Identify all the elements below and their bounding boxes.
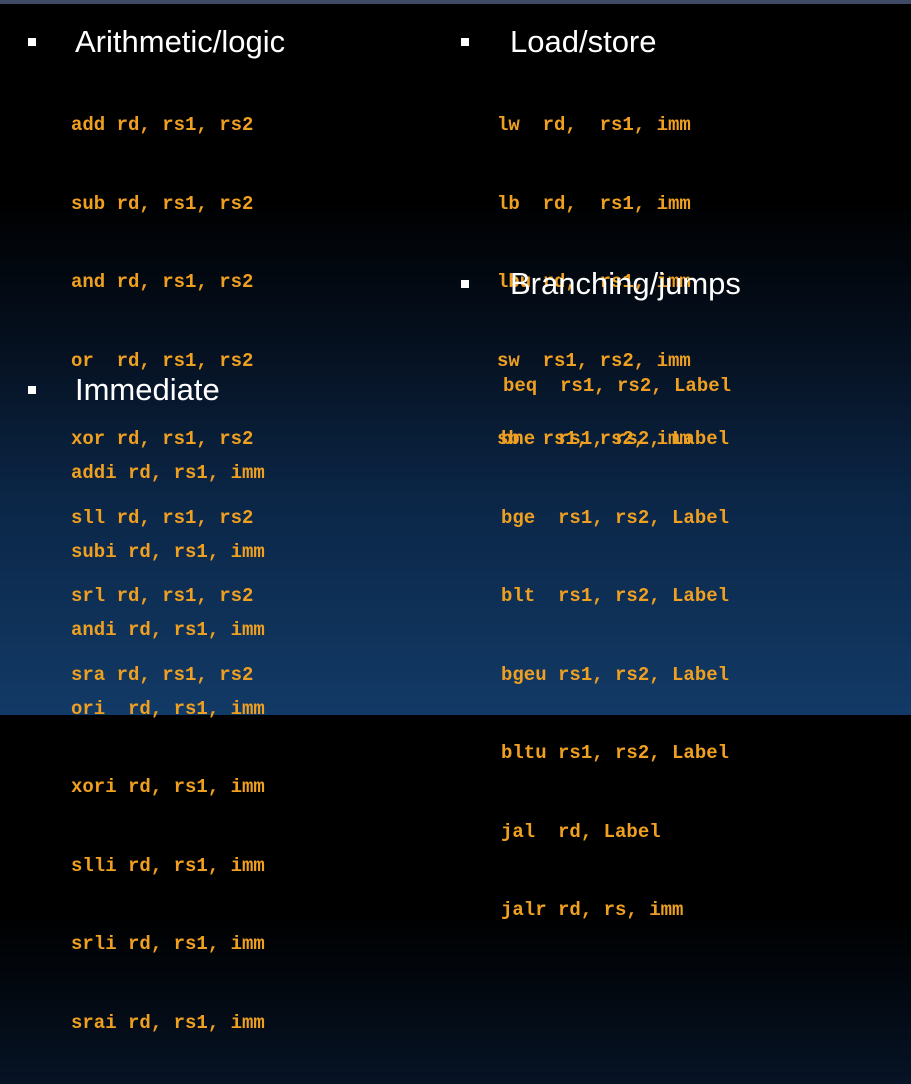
code-line: lw rd, rs1, imm	[497, 114, 691, 136]
section-arithmetic-logic: Arithmetic/logic add rd, rs1, rs2 sub rd…	[28, 24, 285, 686]
code-line: sub rd, rs1, rs2	[71, 192, 254, 215]
bullet-icon	[28, 38, 36, 46]
code-line: bge rs1, rs2, Label	[501, 506, 730, 529]
code-line: srli rd, rs1, imm	[71, 933, 265, 955]
code-block: lw rd, rs1, imm lb rd, rs1, imm lbu rd, …	[497, 64, 691, 501]
code-line: bne rs1, rs2, Label	[501, 428, 730, 450]
section-heading: Arithmetic/logic	[75, 24, 286, 59]
code-line: lb rd, rs1, imm	[497, 192, 691, 215]
code-line: or rd, rs1, rs2	[71, 349, 254, 372]
section-heading: Load/store	[510, 24, 657, 59]
code-line: sll rd, rs1, rs2	[71, 506, 254, 529]
code-line: slli rd, rs1, imm	[71, 854, 265, 877]
code-line: jal rd, Label	[501, 820, 661, 843]
code-line: ori rd, rs1, imm	[71, 697, 265, 720]
code-line: beq rs1, rs2, Label	[503, 375, 732, 397]
section-load-store: Load/store lw rd, rs1, imm lb rd, rs1, i…	[461, 24, 691, 450]
code-line: sra rd, rs1, rs2	[71, 663, 254, 686]
bullet-icon	[461, 280, 469, 288]
code-line: bgeu rs1, rs2, Label	[501, 663, 730, 686]
section-heading: Immediate	[75, 372, 220, 407]
section-branching-jumps: Branching/jumps beq rs1, rs2, Label bne …	[461, 266, 741, 921]
code-line: lbu rd, rs1, imm	[497, 271, 691, 293]
bullet-icon	[461, 38, 469, 46]
code-line: srl rd, rs1, rs2	[71, 585, 254, 607]
code-line: sw rs1, rs2, imm	[497, 349, 691, 372]
bullet-icon	[28, 386, 36, 394]
code-line: andi rd, rs1, imm	[71, 619, 265, 641]
code-line: subi rd, rs1, imm	[71, 540, 265, 563]
code-line: blt rs1, rs2, Label	[501, 585, 730, 607]
section-heading: Branching/jumps	[510, 266, 741, 301]
code-block: add rd, rs1, rs2 sub rd, rs1, rs2 and rd…	[71, 64, 253, 736]
code-line: addi rd, rs1, imm	[71, 462, 265, 484]
top-border	[0, 0, 911, 4]
code-line: srai rd, rs1, imm	[71, 1011, 265, 1034]
code-line: jalr rd, rs, imm	[501, 899, 684, 921]
code-line: and rd, rs1, rs2	[71, 271, 254, 293]
code-line: sb rs1, rs2, imm	[497, 428, 691, 450]
section-immediate: Immediate addi rd, rs1, imm subi rd, rs1…	[28, 372, 265, 1034]
code-line: bltu rs1, rs2, Label	[501, 742, 730, 764]
code-block: addi rd, rs1, imm subi rd, rs1, imm andi…	[71, 412, 265, 1084]
code-line: add rd, rs1, rs2	[71, 114, 254, 136]
code-block: beq rs1, rs2, Label	[503, 325, 731, 448]
code-line: xori rd, rs1, imm	[71, 776, 265, 798]
code-block: bne rs1, rs2, Label bge rs1, rs2, Label …	[501, 378, 729, 972]
code-line: xor rd, rs1, rs2	[71, 428, 254, 450]
